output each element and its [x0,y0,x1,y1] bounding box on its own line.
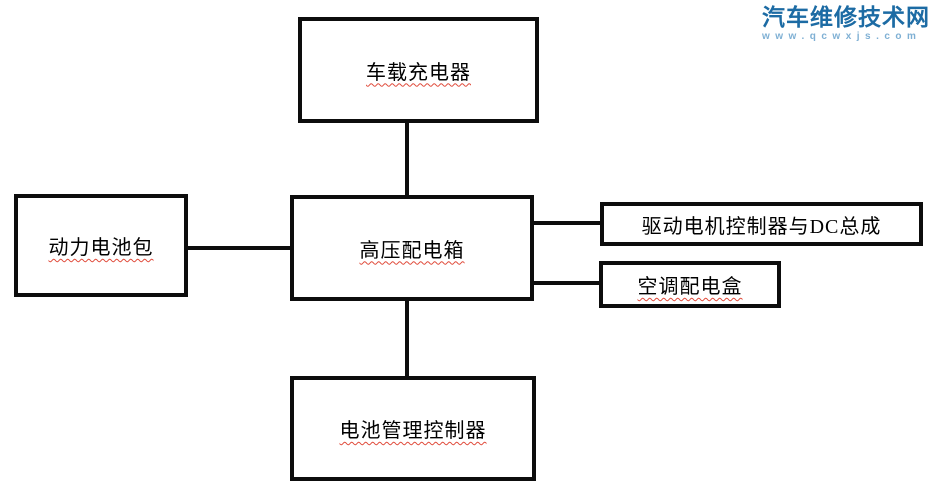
node-power-battery-pack: 动力电池包 [14,194,188,297]
node-ac-distribution-box-label: 空调配电盒 [637,276,743,298]
connector-hvbox-to-motorcontroller [532,221,602,225]
site-watermark-title: 汽车维修技术网 [762,4,930,30]
node-drive-motor-controller-dc-assembly-label: 驱动电机控制器与DC总成 [641,215,882,238]
node-hv-distribution-box-label: 高压配电箱 [359,239,465,262]
site-watermark: 汽车维修技术网 www.qcwxjs.com [762,6,930,42]
node-drive-motor-controller-dc-assembly: 驱动电机控制器与DC总成 [600,202,923,246]
node-battery-management-controller-label: 电池管理控制器 [339,420,487,442]
connector-hvbox-to-bms [405,299,409,378]
node-onboard-charger: 车载充电器 [298,17,539,123]
site-watermark-url: www.qcwxjs.com [762,31,922,42]
node-ac-distribution-box: 空调配电盒 [599,261,781,308]
node-power-battery-pack-label: 动力电池包 [48,237,154,259]
connector-charger-to-hvbox [405,122,409,197]
connector-hvbox-to-acbox [532,281,601,285]
connector-batterypack-to-hvbox [186,246,292,250]
node-battery-management-controller: 电池管理控制器 [290,376,536,481]
node-hv-distribution-box: 高压配电箱 [290,195,534,301]
node-onboard-charger-label: 车载充电器 [366,61,471,84]
